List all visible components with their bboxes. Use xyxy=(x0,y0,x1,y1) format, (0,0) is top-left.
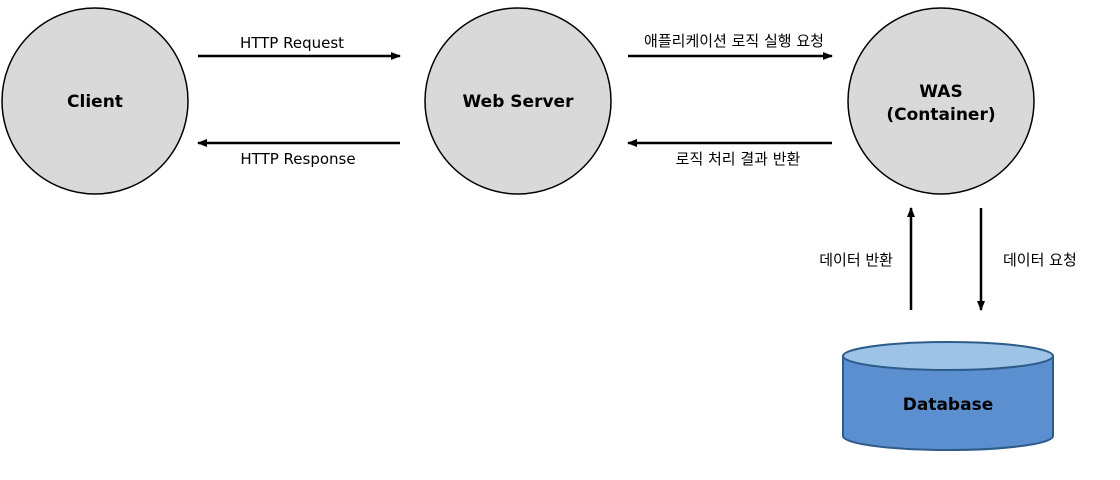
database-top xyxy=(842,341,1054,371)
was-label-line1: WAS xyxy=(919,82,962,102)
web-server-label: Web Server xyxy=(463,92,575,112)
data-request-edge: 데이터 요청 xyxy=(977,208,1077,311)
database-node: Database xyxy=(842,341,1054,451)
http-response-label: HTTP Response xyxy=(240,150,355,168)
app-logic-request-label: 애플리케이션 로직 실행 요청 xyxy=(644,32,824,50)
data-return-edge: 데이터 반환 xyxy=(819,207,915,310)
database-label: Database xyxy=(903,395,993,415)
data-return-label: 데이터 반환 xyxy=(819,251,893,269)
web-server-node: Web Server xyxy=(424,7,612,195)
http-request-label: HTTP Request xyxy=(240,34,344,52)
client-circle xyxy=(1,7,189,195)
data-request-label: 데이터 요청 xyxy=(1003,251,1077,269)
database-body xyxy=(842,356,1054,451)
logic-result-edge: 로직 처리 결과 반환 xyxy=(627,139,832,168)
was-circle xyxy=(847,7,1035,195)
app-logic-request-edge: 애플리케이션 로직 실행 요청 xyxy=(628,32,833,60)
client-label: Client xyxy=(67,92,123,112)
was-label-line2: (Container) xyxy=(886,105,995,125)
http-response-edge: HTTP Response xyxy=(197,139,400,168)
client-node: Client xyxy=(1,7,189,195)
was-node: WAS (Container) xyxy=(847,7,1035,195)
logic-result-label: 로직 처리 결과 반환 xyxy=(676,150,801,168)
http-request-edge: HTTP Request xyxy=(198,34,401,60)
web-server-circle xyxy=(424,7,612,195)
